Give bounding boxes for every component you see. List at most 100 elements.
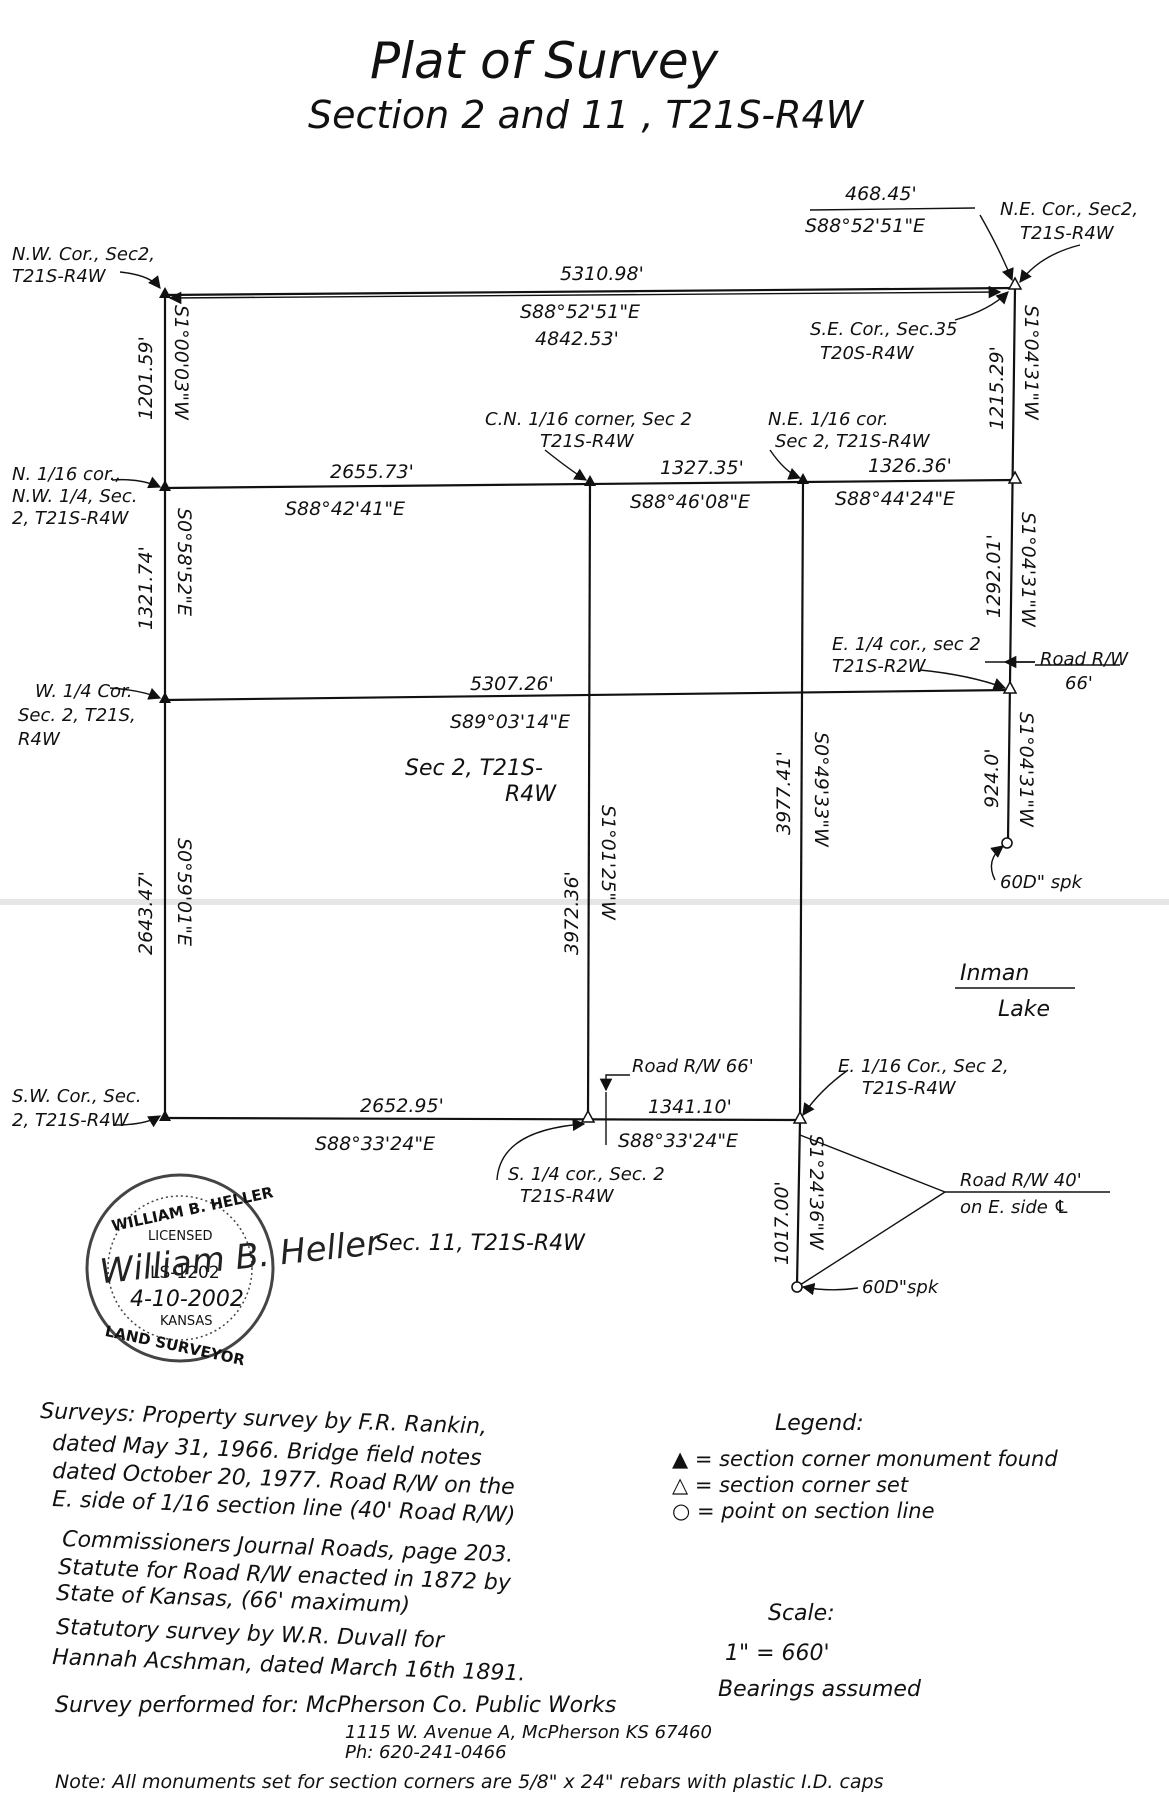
south-east-distance: 1341.10' [648,1096,732,1118]
e16-distance: 3977.41' [773,751,795,835]
monument-found-icon [797,473,809,484]
monument-found-icon [584,475,596,486]
w-mid-distance: 1321.74' [135,546,157,630]
sec2-label: Sec 2, T21S-R4W [405,756,557,807]
label-e16-corner: E. 1/16 Cor., Sec 2,T21S-R4W [838,1056,1009,1099]
label-w4-corner: W. 1/4 Cor.Sec. 2, T21S,R4W [18,681,136,750]
w-south-bearing: S0°59'01"E [173,838,195,946]
bearings-note: Bearings assumed [718,1677,922,1702]
leader-e16 [802,1069,849,1117]
corner-set-icon [1002,680,1018,694]
legend: Legend: ▲ = section corner monument foun… [672,1411,1058,1523]
spk-south-label: 60D"spk [862,1277,940,1298]
e-mid-bearing: S1°04'31"W [1017,512,1039,628]
n16-mid-bearing: S88°46'08"E [630,491,750,513]
corner-set-icon [580,1109,596,1123]
leader-e4 [919,669,1007,690]
performed-for-address: 1115 W. Avenue A, McPherson KS 67460 [345,1722,712,1743]
seal-signature: William B. Heller [98,1223,384,1292]
top-short-distance: 468.45' [845,183,917,205]
leader-ne16 [769,449,802,480]
e16-line [798,480,805,1121]
east-line [1006,287,1017,841]
leader-sw [114,1115,162,1128]
legend-item: ○ = point on section line [672,1499,935,1523]
seal-date: 4-10-2002 [130,1287,244,1312]
w-mid-bearing: S0°58'52"E [173,508,195,616]
performed-for-line: Survey performed for: McPherson Co. Publ… [55,1693,616,1718]
leader-spk-south [801,1282,859,1296]
nw-west-distance: 1201.59' [135,336,157,420]
section-lines [163,285,1035,1286]
scale-value: 1" = 660' [725,1641,830,1666]
notes-line: Hannah Acshman, dated March 16th 1891. [52,1645,526,1687]
label-ne16-corner: N.E. 1/16 cor.Sec 2, T21S-R4W [768,409,931,452]
e16-bearing: S0°49'33"W [810,732,832,848]
seal-number: LS-1202 [150,1263,220,1283]
leader-road-south [599,1074,630,1092]
sec11-bearing: S1°24'36"W [805,1135,827,1251]
corner-labels: N.W. Cor., Sec2,T21S-R4W N.E. Cor., Sec2… [12,199,1138,1207]
n16-west-distance: 2655.73' [330,461,414,483]
north-distance: 5310.98' [560,263,644,285]
horizontal-measurements: 468.45' S88°52'51"E 5310.98' S88°52'51"E… [285,183,955,1155]
road-rw-south-label: Road R/W 66' [632,1056,754,1077]
monument-found-icon [159,480,171,491]
north-bearing: S88°52'51"E [520,301,640,323]
monument-found-icon [159,287,171,298]
corner-set-icon [792,1110,808,1124]
sec11-line [795,1119,802,1286]
legend-item: △ = section corner set [672,1473,909,1497]
n16-east-distance: 1326.36' [868,455,952,477]
leader-top-short [809,207,976,211]
leader-arrows [109,207,1120,1296]
quarter-line [164,688,1011,702]
leader-n16 [111,476,162,489]
ne-east-distance: 1215.29' [986,346,1008,430]
footnote: Note: All monuments set for section corn… [55,1771,884,1793]
diagonal-line [168,285,1002,305]
corner-set-icon [1007,470,1023,484]
corner-set-icon [1007,276,1023,290]
leader-ne [979,214,1014,282]
e-mid-distance: 1292.01' [983,534,1005,618]
e-south-bearing: S1°04'31"W [1015,712,1037,828]
section-point-icon [791,1281,803,1293]
label-nw-corner: N.W. Cor., Sec2,T21S-R4W [12,244,155,287]
page-subtitle: Section 2 and 11 , T21S-R4W [308,93,865,137]
n16-east-bearing: S88°44'24"E [835,488,955,510]
south-west-bearing: S88°33'24"E [315,1133,435,1155]
legend-item: ▲ = section corner monument found [672,1447,1058,1471]
ne-east-bearing: S1°04'31"W [1020,305,1042,421]
leader-cn16 [544,449,588,481]
surveyor-seal: WILLIAM B. HELLER LICENSED LS-1202 4-10-… [85,1173,384,1369]
corner-markers [159,276,1023,1293]
performed-for: Survey performed for: McPherson Co. Publ… [55,1693,712,1763]
label-sw-corner: S.W. Cor., Sec.2, T21S-R4W [12,1086,142,1131]
leader-ne-2 [1019,244,1081,284]
legend-title: Legend: [775,1411,864,1436]
e-south-distance: 924.0' [981,748,1003,808]
south-east-bearing: S88°33'24"E [618,1130,738,1152]
label-n16-corner: N. 1/16 cor.,N.W. 1/4, Sec.2, T21S-R4W [12,464,138,529]
scale-block: Scale: 1" = 660' Bearings assumed [718,1601,922,1702]
seal-licensed: LICENSED [148,1229,213,1244]
sec11-distance: 1017.00' [771,1181,793,1265]
road-rw-40-lower [799,1191,946,1286]
n16-west-bearing: S88°42'41"E [285,498,405,520]
road-rw-40-label: Road R/W 40'on E. side ℄ [960,1170,1082,1218]
w-south-distance: 2643.47' [135,871,157,955]
seal-state: KANSAS [160,1314,213,1329]
center-distance: 3972.36' [561,871,583,955]
north-line [164,286,1016,297]
scale-title: Scale: [768,1601,835,1626]
quarter-bearing: S89°03'14"E [450,711,570,733]
leader-spk-east [990,845,1004,881]
